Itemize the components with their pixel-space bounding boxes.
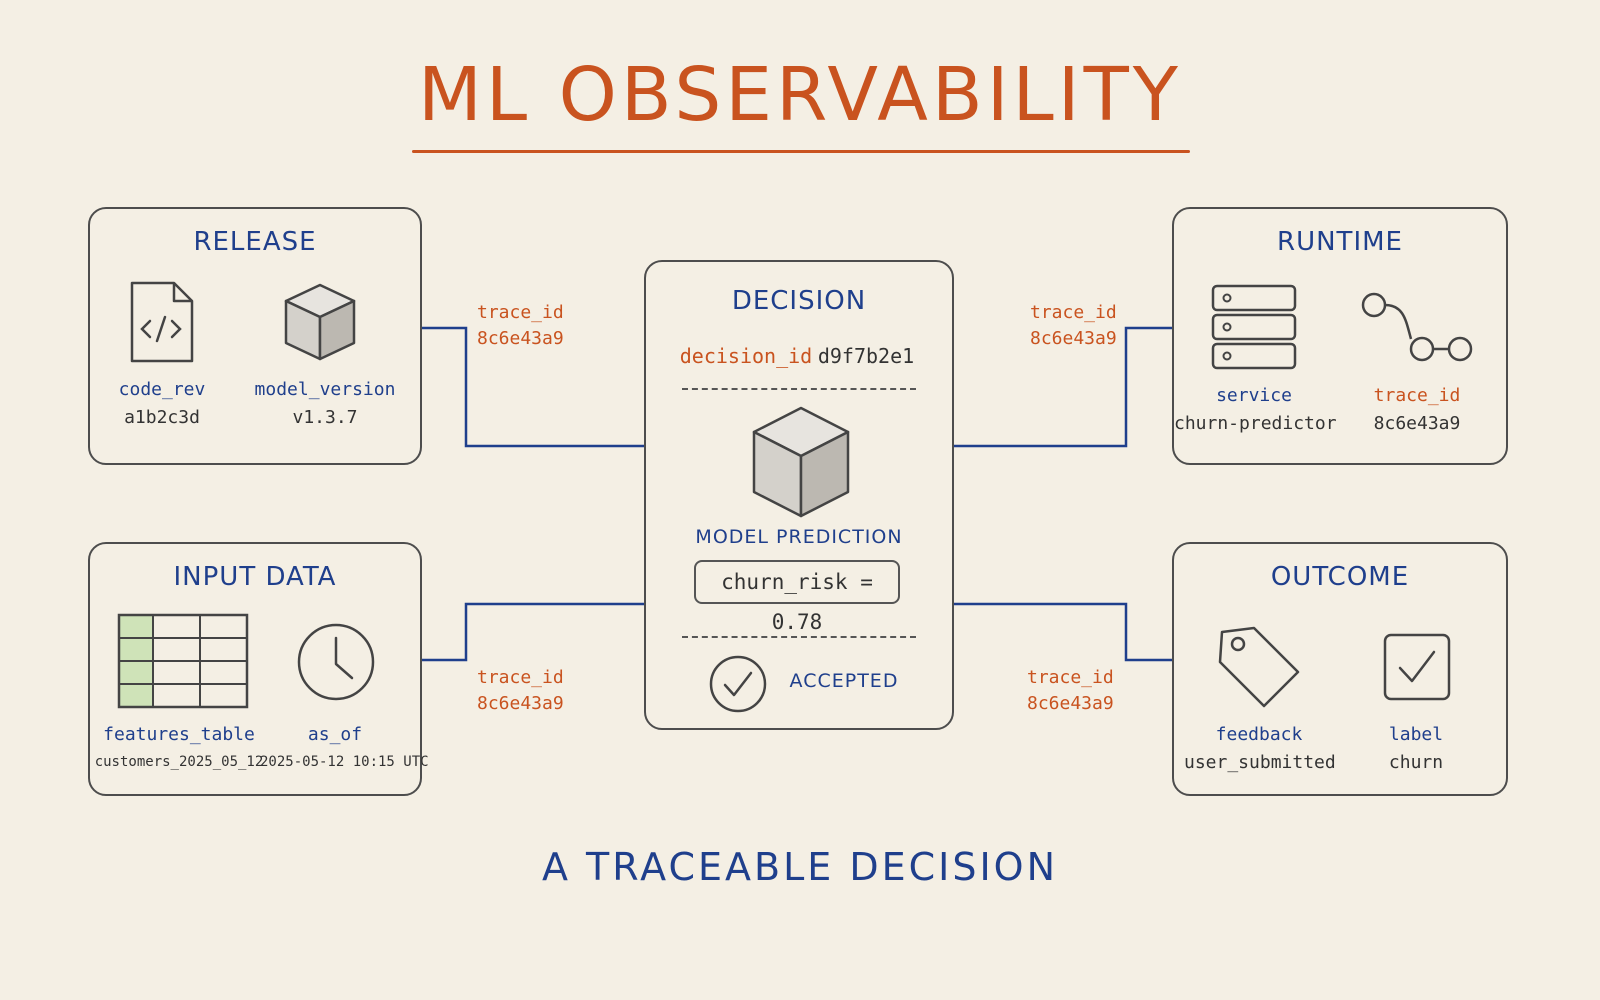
cube-icon	[284, 283, 356, 361]
features-table-label: features_table	[103, 724, 255, 745]
as-of-label: as_of	[307, 724, 363, 745]
outcome-box: OUTCOME feedback user_submitted label ch…	[1172, 542, 1508, 796]
trace-value: 8c6e43a9	[1027, 693, 1114, 714]
trace-label-release: trace_id 8c6e43a9	[477, 300, 564, 352]
input-data-box: INPUT DATA features_table customers_2025…	[88, 542, 429, 796]
input-data-title: INPUT DATA	[173, 562, 337, 592]
trace-key: trace_id	[477, 667, 564, 688]
check-circle-icon	[709, 655, 767, 713]
wire-release-decision	[422, 326, 644, 448]
table-icon	[117, 613, 249, 709]
trace-value: 8c6e43a9	[477, 693, 564, 714]
release-title: RELEASE	[193, 227, 317, 257]
trace-value: 8c6e43a9	[1030, 328, 1117, 349]
feedback-label: feedback	[1215, 724, 1303, 745]
server-icon	[1211, 284, 1297, 370]
label-value: churn	[1388, 752, 1444, 773]
decision-id-label: decision_id	[679, 344, 813, 368]
trace-key: trace_id	[477, 302, 564, 323]
feedback-value: user_submitted	[1184, 752, 1336, 773]
code-rev-label: code_rev	[118, 379, 206, 400]
page-title: ML OBSERVABILITY	[418, 52, 1182, 138]
wire-outcome-decision	[954, 602, 1172, 662]
decision-id-value: d9f7b2e1	[817, 344, 915, 368]
runtime-box: RUNTIME service churn-predictor trace_id…	[1172, 207, 1508, 465]
runtime-trace-value: 8c6e43a9	[1373, 413, 1461, 434]
wire-runtime-decision	[954, 326, 1172, 448]
trace-label-outcome: trace_id 8c6e43a9	[1027, 665, 1114, 717]
decision-box: DECISION decision_id d9f7b2e1 MODEL PRED…	[644, 260, 954, 730]
clock-icon	[297, 623, 375, 701]
model-version-value: v1.3.7	[292, 407, 358, 428]
model-version-label: model_version	[254, 379, 396, 400]
checkbox-icon	[1383, 633, 1451, 701]
model-cube-icon	[752, 406, 850, 518]
wire-input-decision	[422, 602, 644, 662]
code-rev-value: a1b2c3d	[124, 407, 200, 428]
model-prediction-label: MODEL PREDICTION	[695, 526, 903, 548]
outcome-title: OUTCOME	[1270, 562, 1410, 592]
as-of-value: 2025-05-12 10:15 UTC	[260, 754, 429, 770]
tag-icon	[1218, 626, 1300, 708]
code-file-icon	[130, 281, 194, 363]
trace-key: trace_id	[1030, 302, 1117, 323]
release-box: RELEASE code_rev a1b2c3d model_version v…	[88, 207, 422, 465]
trace-label-input: trace_id 8c6e43a9	[477, 665, 564, 717]
runtime-trace-label: trace_id	[1373, 385, 1461, 406]
trace-label-runtime: trace_id 8c6e43a9	[1030, 300, 1117, 352]
service-value: churn-predictor	[1174, 413, 1337, 434]
label-label: label	[1388, 724, 1444, 745]
trace-path-icon	[1361, 292, 1473, 362]
trace-key: trace_id	[1027, 667, 1114, 688]
subtitle: A TRACEABLE DECISION	[541, 845, 1059, 889]
runtime-title: RUNTIME	[1277, 227, 1403, 257]
features-table-value: customers_2025_05_12	[94, 754, 264, 770]
accepted-status: ACCEPTED	[789, 670, 899, 692]
decision-title: DECISION	[731, 286, 867, 316]
trace-value: 8c6e43a9	[477, 328, 564, 349]
divider-bottom	[682, 636, 916, 638]
service-label: service	[1216, 385, 1292, 406]
title-underline	[412, 150, 1190, 153]
prediction-value-box: churn_risk = 0.78	[694, 560, 900, 634]
divider-top	[682, 388, 916, 390]
